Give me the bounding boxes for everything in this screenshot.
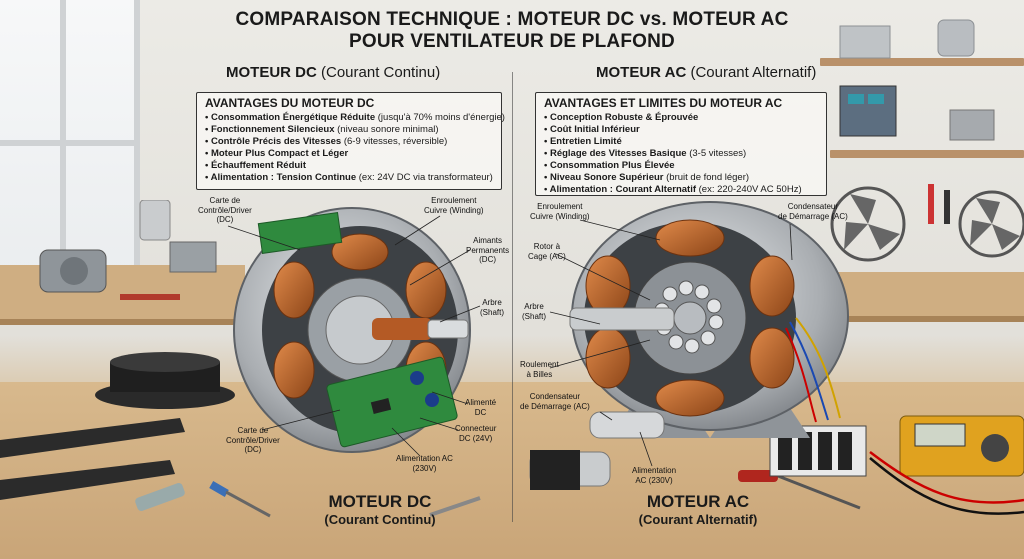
ac-label-capacitor-bottom: Condensateur de Démarrage (AC) [520, 392, 590, 411]
dc-caption-main: MOTEUR DC [328, 492, 432, 511]
background-left-props [39, 200, 217, 300]
dc-label-power-ac: Alimentation AC (230V) [396, 454, 453, 473]
ac-label-bearing: Roulement à Billes [520, 360, 559, 379]
ac-advantages-list: Conception Robuste & ÉprouvéeCoût Initia… [544, 112, 818, 196]
ac-feature-item-strong: Réglage des Vitesses Basique [549, 148, 687, 159]
dc-label-board-bottom: Carte de Contrôle/Driver (DC) [226, 426, 280, 454]
dc-heading: MOTEUR DC (Courant Continu) [226, 64, 440, 81]
ac-feature-item: Coût Initial Inférieur [544, 124, 818, 136]
title-line-2: POUR VENTILATEUR DE PLAFOND [349, 31, 675, 52]
ac-feature-item: Niveau Sonore Supérieur (bruit de fond l… [544, 172, 818, 184]
dc-label-magnets: Aimants Permanents (DC) [466, 236, 510, 264]
background-shelf-top [820, 58, 1024, 66]
dc-label-connector: Connecteur DC (24V) [455, 424, 497, 443]
dc-advantages-list: Consommation Énergétique Réduite (jusqu'… [205, 112, 505, 184]
center-divider [512, 72, 513, 522]
ac-feature-item-strong: Consommation Plus Élevée [549, 160, 675, 171]
ac-motor-illustration [569, 201, 849, 439]
background-shelf-props [830, 19, 1024, 262]
dc-advantage-item-detail: (jusqu'à 70% moins d'énergie) [375, 112, 505, 123]
dc-advantage-item-detail: (niveau sonore minimal) [334, 124, 439, 135]
dc-advantage-item-strong: Fonctionnement Silencieux [210, 124, 335, 135]
background-bench-right [820, 272, 1024, 322]
ac-label-capacitor-top: Condensateur de Démarrage (AC) [778, 202, 848, 221]
dc-advantage-item: Fonctionnement Silencieux (niveau sonore… [205, 124, 493, 136]
ac-feature-item-detail: (ex: 220-240V AC 50Hz) [696, 184, 802, 195]
dc-caption-sub: (Courant Continu) [324, 512, 436, 527]
ac-feature-item: Consommation Plus Élevée [544, 160, 818, 172]
dc-motor-illustration [233, 207, 471, 453]
dc-advantage-item: Moteur Plus Compact et Léger [205, 148, 493, 160]
dc-label-board-top: Carte de Contrôle/Driver (DC) [198, 196, 252, 224]
ac-heading-sub: (Courant Alternatif) [690, 64, 817, 81]
dc-label-winding: Enroulement Cuivre (Winding) [424, 196, 484, 215]
dc-label-shaft: Arbre (Shaft) [480, 298, 505, 317]
title-line-1: COMPARAISON TECHNIQUE : MOTEUR DC vs. MO… [235, 9, 789, 30]
ac-feature-item-strong: Entretien Limité [549, 136, 622, 147]
ac-feature-item: Conception Robuste & Éprouvée [544, 112, 818, 124]
ac-feature-item-strong: Conception Robuste & Éprouvée [549, 112, 699, 123]
dc-advantage-item-strong: Contrôle Précis des Vitesses [210, 136, 342, 147]
ac-heading: MOTEUR AC (Courant Alternatif) [596, 64, 816, 81]
dc-advantage-item-strong: Moteur Plus Compact et Léger [210, 148, 349, 159]
foreground-tools [0, 352, 1024, 518]
ac-feature-item: Réglage des Vitesses Basique (3-5 vitess… [544, 148, 818, 160]
page-title: COMPARAISON TECHNIQUE : MOTEUR DC vs. MO… [200, 9, 824, 53]
dc-advantage-item-strong: Consommation Énergétique Réduite [210, 112, 376, 123]
ac-caption-sub: (Courant Alternatif) [638, 512, 758, 527]
ac-feature-item-strong: Alimentation : Courant Alternatif [549, 184, 696, 195]
background-shelf-middle [830, 150, 1024, 158]
dc-advantage-item-detail: (ex: 24V DC via transformateur) [356, 172, 493, 183]
ac-heading-main: MOTEUR AC [596, 64, 687, 81]
ac-feature-item: Alimentation : Courant Alternatif (ex: 2… [544, 184, 818, 196]
ac-feature-item: Entretien Limité [544, 136, 818, 148]
dc-advantage-item-strong: Échauffement Réduit [210, 160, 306, 171]
ac-advantages-box: AVANTAGES ET LIMITES DU MOTEUR AC Concep… [535, 92, 827, 196]
dc-caption: MOTEUR DC (Courant Continu) [280, 492, 480, 527]
ac-box-title: AVANTAGES ET LIMITES DU MOTEUR AC [544, 96, 783, 110]
dc-label-power-dc: Alimenté DC [465, 398, 497, 417]
dc-advantage-item: Échauffement Réduit [205, 160, 493, 172]
dc-advantages-box: AVANTAGES DU MOTEUR DC Consommation Éner… [196, 92, 505, 190]
ac-label-power: Alimentation AC (230V) [632, 466, 677, 485]
ac-label-shaft: Arbre (Shaft) [522, 302, 547, 321]
dc-advantage-item: Alimentation : Tension Continue (ex: 24V… [205, 172, 493, 184]
ac-feature-item-detail: (3-5 vitesses) [686, 148, 747, 159]
ac-label-rotor: Rotor à Cage (AC) [528, 242, 566, 261]
dc-heading-main: MOTEUR DC [226, 64, 317, 81]
dc-advantage-item-strong: Alimentation : Tension Continue [210, 172, 357, 183]
ac-caption: MOTEUR AC (Courant Alternatif) [588, 492, 808, 527]
ac-feature-item-strong: Coût Initial Inférieur [549, 124, 640, 135]
ac-feature-item-strong: Niveau Sonore Supérieur [549, 172, 664, 183]
ac-caption-main: MOTEUR AC [646, 492, 750, 511]
dc-advantage-item: Consommation Énergétique Réduite (jusqu'… [205, 112, 505, 124]
ac-label-winding: Enroulement Cuivre (Winding) [530, 202, 590, 221]
dc-advantage-item-detail: (6-9 vitesses, réversible) [341, 136, 448, 147]
ac-feature-item-detail: (bruit de fond léger) [663, 172, 750, 183]
dc-heading-sub: (Courant Continu) [321, 64, 441, 81]
dc-advantage-item: Contrôle Précis des Vitesses (6-9 vitess… [205, 136, 493, 148]
dc-box-title: AVANTAGES DU MOTEUR DC [205, 96, 375, 110]
